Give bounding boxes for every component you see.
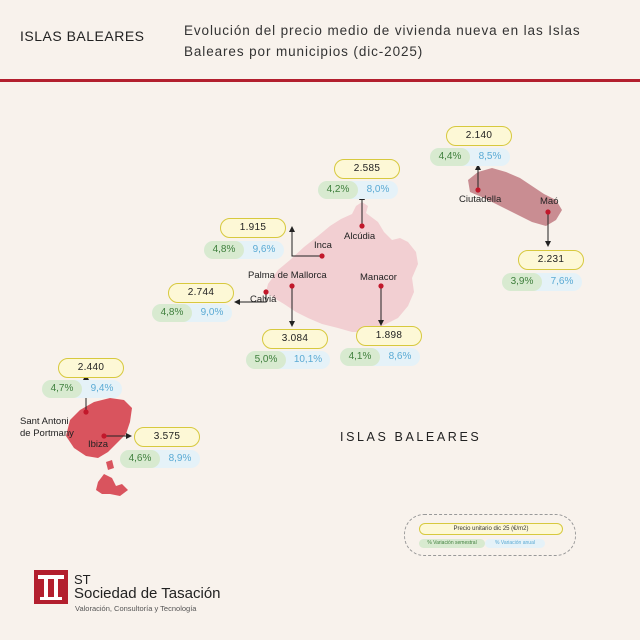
semestral-mao: 3,9% [502, 273, 542, 291]
legend: Precio unitario dic 25 (€/m2) % Variació… [404, 514, 576, 556]
dot-manacor [378, 283, 384, 289]
dot-mao [545, 209, 551, 215]
label-palma: Palma de Mallorca [248, 270, 327, 281]
price-alcudia: 2.585 [334, 159, 400, 179]
island-menorca [468, 168, 562, 226]
price-calvia: 2.744 [168, 283, 234, 303]
label-inca: Inca [314, 240, 332, 251]
dot-calvia [263, 289, 269, 295]
arrow-mao [545, 241, 551, 247]
semestral-ciutadella: 4,4% [430, 148, 470, 166]
connector-calvia [238, 292, 267, 303]
header-divider [0, 79, 640, 82]
variation-mao: 3,9% 7,6% [502, 273, 582, 291]
price-ibiza: 3.575 [134, 427, 200, 447]
variation-manacor: 4,1% 8,6% [340, 348, 420, 366]
arrow-palma [289, 321, 295, 327]
logo-name: Sociedad de Tasación [74, 585, 221, 602]
page-title: Evolución del precio medio de vivienda n… [184, 23, 581, 59]
logo-short: ST [74, 572, 91, 587]
connector-inca [291, 230, 322, 257]
island-ibiza [66, 398, 132, 458]
price-inca: 1.915 [220, 218, 286, 238]
dot-ciutadella [475, 187, 481, 193]
header-region: ISLAS BALEARES [20, 28, 145, 44]
semestral-santantoni: 4,7% [42, 380, 82, 398]
annual-ibiza: 8,9% [168, 453, 192, 464]
semestral-alcudia: 4,2% [318, 181, 358, 199]
dot-ibiza [101, 433, 107, 439]
arrow-ibiza [126, 433, 132, 439]
dot-alcudia [359, 223, 365, 229]
arrowheads [83, 164, 551, 439]
label-santantoni: Sant Antoni de Portmany [20, 416, 74, 439]
arrow-ciutadella [475, 164, 481, 170]
variation-santantoni: 4,7% 9,4% [42, 380, 122, 398]
annual-alcudia: 8,0% [366, 184, 390, 195]
islands-label: ISLAS BALEARES [340, 430, 482, 444]
annual-palma: 10,1% [293, 354, 323, 365]
semestral-calvia: 4,8% [152, 304, 192, 322]
arrow-calvia [234, 299, 240, 305]
annual-mao: 7,6% [550, 276, 574, 287]
price-mao: 2.231 [518, 250, 584, 270]
label-ibiza: Ibiza [88, 439, 109, 450]
variation-ibiza: 4,6% 8,9% [120, 450, 200, 468]
islet-formentera-bit [106, 460, 114, 470]
annual-calvia: 9,0% [200, 307, 224, 318]
annual-inca: 9,6% [252, 244, 276, 255]
arrow-manacor [378, 320, 384, 326]
variation-palma: 5,0% 10,1% [246, 351, 330, 369]
dot-inca [319, 253, 325, 259]
variation-calvia: 4,8% 9,0% [152, 304, 232, 322]
annual-ciutadella: 8,5% [478, 151, 502, 162]
label-ciutadella: Ciutadella [459, 194, 502, 205]
semestral-palma: 5,0% [246, 351, 286, 369]
island-formentera [96, 474, 128, 496]
label-mao: Maó [540, 196, 559, 207]
price-ciutadella: 2.140 [446, 126, 512, 146]
dot-santantoni [83, 409, 89, 415]
city-dots [83, 187, 551, 439]
st-logo-icon [34, 570, 68, 604]
island-mallorca [266, 202, 418, 332]
price-santantoni: 2.440 [58, 358, 124, 378]
variation-alcudia: 4,2% 8,0% [318, 181, 398, 199]
variation-ciutadella: 4,4% 8,5% [430, 148, 510, 166]
legend-annual: % Variación anual [485, 539, 545, 548]
legend-price: Precio unitario dic 25 (€/m2) [419, 523, 563, 535]
label-alcudia: Alcúdia [344, 231, 376, 242]
semestral-inca: 4,8% [204, 241, 244, 259]
dot-palma [289, 283, 295, 289]
price-palma: 3.084 [262, 329, 328, 349]
semestral-ibiza: 4,6% [120, 450, 160, 468]
annual-santantoni: 9,4% [90, 383, 114, 394]
price-manacor: 1.898 [356, 326, 422, 346]
arrow-inca [289, 226, 295, 232]
logo-tagline: Valoración, Consultoría y Tecnología [75, 604, 197, 613]
legend-semestral: % Variación semestral [419, 539, 485, 548]
label-manacor: Manacor [360, 272, 397, 283]
annual-manacor: 8,6% [388, 351, 412, 362]
semestral-manacor: 4,1% [340, 348, 380, 366]
label-calvia: Calviá [250, 294, 277, 305]
variation-inca: 4,8% 9,6% [204, 241, 284, 259]
